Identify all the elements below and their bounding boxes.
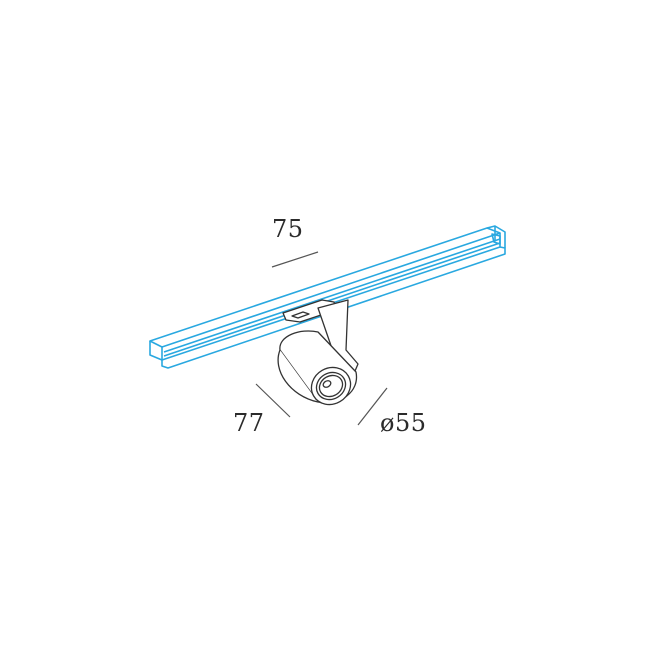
diameter-dimension-line xyxy=(357,387,388,426)
height-dimension-line xyxy=(255,383,291,418)
dimension-lines xyxy=(255,251,388,426)
spotlight-fixture xyxy=(277,299,359,406)
width-dimension-line xyxy=(271,251,319,268)
height-dimension-label: 77 xyxy=(233,409,265,437)
width-dimension-label: 75 xyxy=(272,215,304,243)
diameter-dimension-label: ø55 xyxy=(380,409,427,437)
